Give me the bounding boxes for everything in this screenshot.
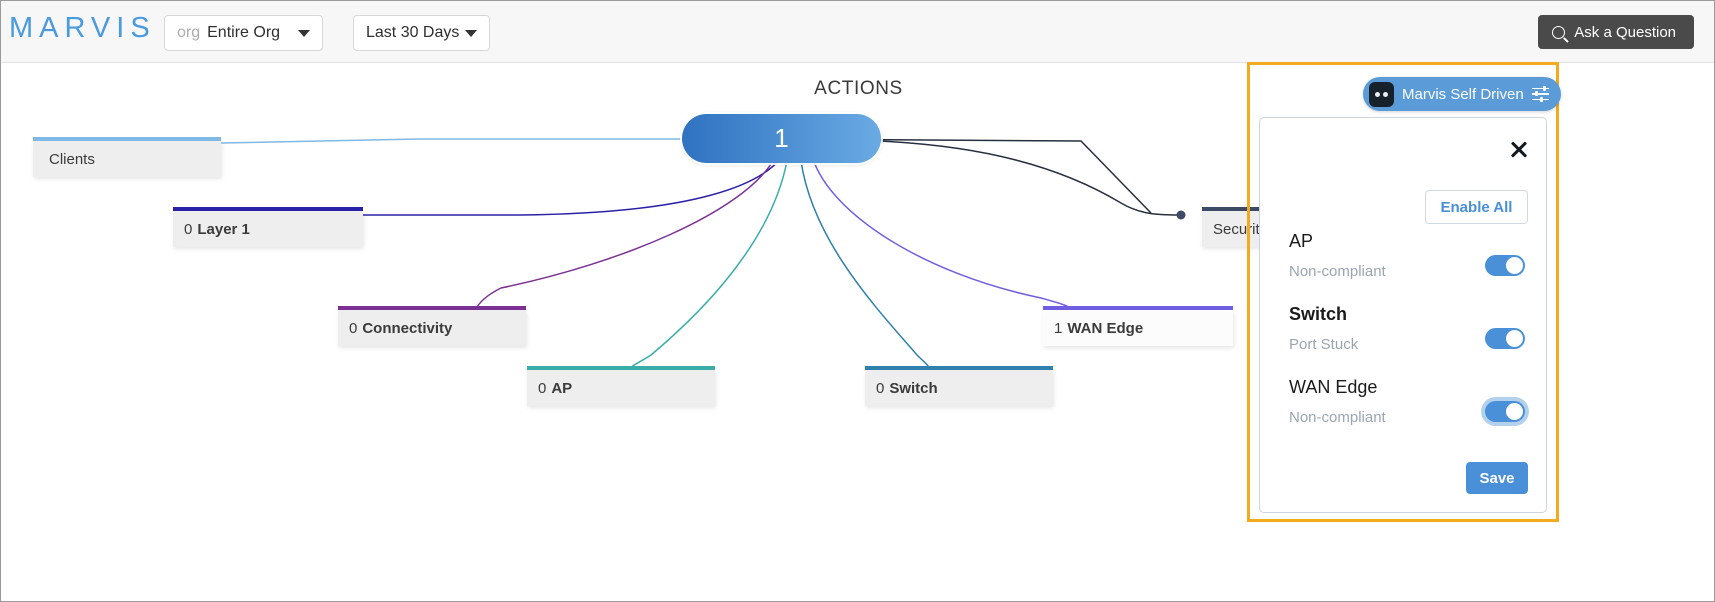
time-range-label: Last 30 Days (366, 24, 460, 41)
node-count: 0 (538, 379, 547, 397)
save-button[interactable]: Save (1466, 462, 1528, 494)
app-header: MARVIS org Entire Org Last 30 Days Ask a… (1, 1, 1714, 63)
settings-row-ap: AP Non-compliant (1289, 228, 1525, 301)
self-driven-settings-panel: Enable All AP Non-compliant Switch Port … (1259, 117, 1547, 513)
node-card-connectivity[interactable]: 0 Connectivity (338, 306, 526, 346)
robot-icon (1369, 81, 1394, 107)
node-count: 0 (876, 379, 885, 397)
org-prefix-label: org (177, 24, 201, 41)
node-card-layer-1[interactable]: 0 Layer 1 (173, 207, 363, 247)
node-accent-bar (33, 137, 221, 141)
toggle-switch-port-stuck[interactable] (1485, 328, 1525, 349)
toggle-wan-edge-non-compliant[interactable] (1485, 401, 1525, 422)
marvis-logo: MARVIS (9, 12, 156, 44)
org-value-label: Entire Org (207, 24, 281, 41)
settings-row-title: AP (1289, 231, 1314, 251)
settings-row-subtitle: Non-compliant (1289, 409, 1386, 426)
sliders-icon (1531, 85, 1549, 102)
node-label: Connectivity (362, 319, 453, 337)
node-card-ap[interactable]: 0 AP (527, 366, 715, 406)
node-count: 1 (1054, 319, 1063, 337)
chevron-down-icon (298, 29, 310, 37)
settings-row-switch: Switch Port Stuck (1289, 301, 1525, 374)
node-count: 0 (349, 319, 358, 337)
time-range-select[interactable]: Last 30 Days (353, 15, 490, 51)
ask-a-question-button[interactable]: Ask a Question (1538, 15, 1694, 49)
node-card-switch[interactable]: 0 Switch (865, 366, 1053, 406)
node-label: Switch (889, 379, 938, 397)
node-label: Security (1213, 220, 1268, 238)
node-label: Clients (49, 150, 95, 168)
node-accent-bar (1043, 306, 1233, 310)
node-card-clients[interactable]: Clients (33, 137, 221, 177)
marvis-self-driven-pill[interactable]: Marvis Self Driven (1363, 77, 1561, 111)
node-label: AP (551, 379, 573, 397)
node-accent-bar (173, 207, 363, 211)
settings-row-title: WAN Edge (1289, 377, 1378, 397)
toggle-ap-non-compliant[interactable] (1485, 255, 1525, 276)
node-label: Layer 1 (197, 220, 250, 238)
node-count: 0 (184, 220, 193, 238)
org-scope-select[interactable]: org Entire Org (164, 15, 323, 51)
node-accent-bar (865, 366, 1053, 370)
actions-root-node[interactable]: 1 (682, 114, 881, 163)
actions-root-count: 1 (774, 123, 789, 153)
search-icon (1552, 25, 1566, 39)
chevron-down-icon (465, 29, 477, 37)
settings-row-wan-edge: WAN Edge Non-compliant (1289, 374, 1525, 447)
node-label: WAN Edge (1067, 319, 1144, 337)
node-card-wan-edge[interactable]: 1 WAN Edge (1043, 306, 1233, 346)
settings-row-subtitle: Non-compliant (1289, 263, 1386, 280)
node-accent-bar (338, 306, 526, 310)
page-title: ACTIONS (814, 78, 903, 99)
settings-row-title: Switch (1289, 304, 1348, 324)
close-icon[interactable] (1508, 138, 1530, 160)
enable-all-label: Enable All (1440, 198, 1513, 216)
node-accent-bar (527, 366, 715, 370)
save-label: Save (1479, 469, 1515, 487)
settings-row-subtitle: Port Stuck (1289, 336, 1359, 353)
marvis-self-driven-label: Marvis Self Driven (1402, 85, 1524, 103)
ask-a-question-label: Ask a Question (1574, 23, 1676, 41)
settings-rows: AP Non-compliant Switch Port Stuck WAN E… (1289, 228, 1525, 447)
enable-all-button[interactable]: Enable All (1425, 190, 1528, 224)
